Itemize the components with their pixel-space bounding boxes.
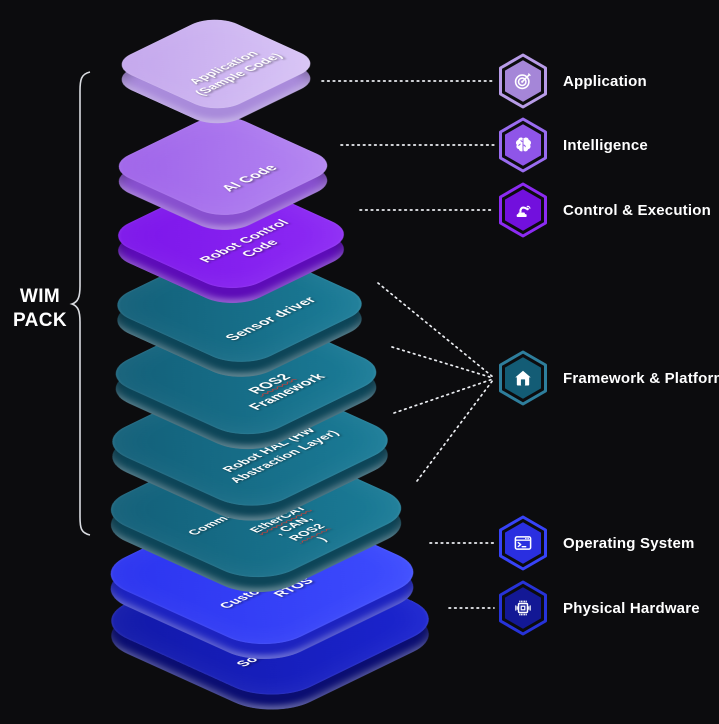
- hexagon-badge: [499, 515, 547, 571]
- terminal-icon: [514, 536, 532, 550]
- brace: [69, 71, 91, 536]
- connector-hal: [393, 378, 494, 414]
- wim-pack-line1: WIM: [19, 286, 61, 307]
- connector-sensor: [377, 282, 494, 378]
- legend-item-application: Application: [497, 52, 647, 110]
- legend-label: Operating System: [563, 534, 695, 552]
- hexagon-badge: [499, 580, 547, 636]
- legend-item-intelligence: Intelligence: [497, 116, 648, 174]
- layer-top-application: Application(Sample Code): [108, 13, 324, 115]
- wim-pack-line2: PACK: [12, 309, 68, 331]
- hexagon-badge: [499, 117, 547, 173]
- layer-label-application: Application(Sample Code): [124, 21, 339, 122]
- hexagon-badge: [499, 53, 547, 109]
- legend-label: Intelligence: [563, 136, 648, 154]
- wim-pack-title: WIM PACK: [6, 285, 74, 333]
- legend-item-operating-system: Operating System: [497, 514, 695, 572]
- robot-arm-icon: [516, 205, 531, 218]
- connector-comm: [416, 379, 494, 482]
- legend-label: Application: [563, 72, 647, 90]
- legend-label: Control & Execution: [563, 201, 711, 219]
- legend-label: Framework & Platform: [563, 369, 719, 387]
- connector-ros2: [391, 346, 494, 379]
- legend-item-control-execution: Control & Execution: [497, 181, 711, 239]
- home-icon: [515, 370, 531, 386]
- brain-icon: [515, 137, 531, 152]
- hexagon-badge: [499, 350, 547, 406]
- legend-item-physical-hardware: Physical Hardware: [497, 579, 700, 637]
- target-icon: [514, 72, 532, 90]
- legend-item-framework-platform: Framework & Platform: [497, 349, 719, 407]
- hexagon-badge: [499, 182, 547, 238]
- legend-label: Physical Hardware: [563, 599, 700, 617]
- chip-icon: [515, 600, 531, 616]
